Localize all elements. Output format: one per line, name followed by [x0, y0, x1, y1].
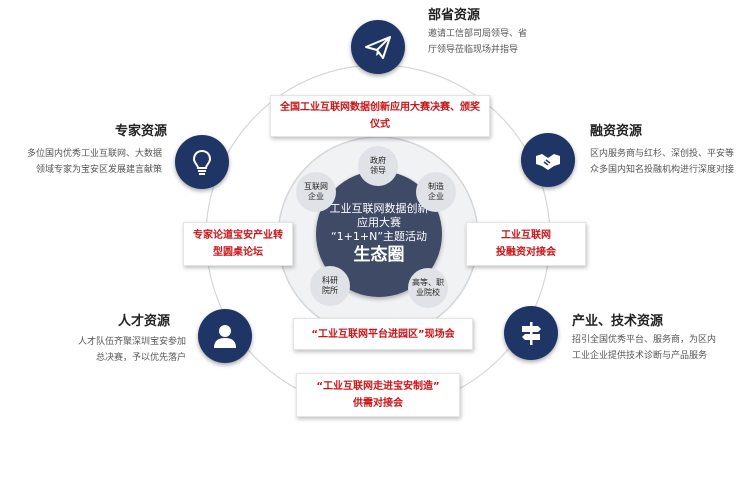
inner-node-research: 科研 院所: [310, 266, 350, 306]
handshake-icon: [521, 133, 575, 187]
resource-title-talent: 人才资源: [118, 314, 171, 329]
person-icon: [198, 309, 252, 363]
desc-line: 人才队伍齐聚深圳宝安参加: [78, 337, 187, 347]
event-text-line: “工业互联网平台进园区”现场会: [311, 328, 455, 340]
resource-title-provincial: 部省资源: [428, 8, 481, 23]
resource-title-expert: 专家资源: [115, 124, 168, 139]
inner-node-line1: 政府: [370, 156, 386, 165]
event-text-line: 型圆桌论坛: [213, 247, 263, 258]
inner-node-line2: 业院校: [416, 288, 440, 297]
lightbulb-icon: [175, 135, 229, 189]
inner-node-line1: 科研: [322, 276, 338, 285]
event-text-line: 全国工业互联网数据创新应用大赛决赛、颁奖: [280, 102, 480, 113]
event-text-line: “工业互联网走进宝安制造”: [316, 381, 440, 392]
inner-node-line2: 领导: [370, 166, 386, 175]
paper-plane-icon: [351, 20, 405, 74]
event-supply-demand-meeting: “工业互联网走进宝安制造” 供需对接会: [296, 373, 460, 417]
desc-line: 区内服务商与红杉、深创投、平安等: [590, 149, 735, 159]
inner-node-line1: 高等、职: [412, 278, 444, 287]
inner-node-line2: 院所: [322, 286, 338, 295]
desc-line: 总决赛，予以优先落户: [96, 353, 187, 363]
desc-line: 厅领导莅临现场并指导: [428, 45, 519, 55]
inner-node-line2: 企业: [308, 192, 324, 201]
event-financing-meeting: 工业互联网 投融资对接会: [466, 222, 586, 266]
desc-line: 邀请工信部司局领导、省: [428, 29, 528, 39]
event-expert-forum: 专家论道宝安产业转 型圆桌论坛: [183, 222, 293, 266]
event-finals-ceremony: 全国工业互联网数据创新应用大赛决赛、颁奖 仪式: [270, 95, 490, 137]
core-title-line2: 应用大赛: [357, 216, 401, 229]
core-title-line1: 工业互联网数据创新: [329, 202, 429, 215]
event-park-meeting: “工业互联网平台进园区”现场会: [293, 318, 473, 350]
inner-node-government: 政府 领导: [358, 146, 398, 186]
desc-line: 众多国内知名投融机构进行深度对接: [590, 165, 735, 175]
inner-node-line2: 企业: [428, 192, 444, 201]
inner-node-manufacturing: 制造 企业: [416, 172, 456, 212]
event-text-line: 投融资对接会: [496, 247, 556, 258]
resource-title-financing: 融资资源: [590, 124, 643, 139]
inner-node-colleges: 高等、职 业院校: [408, 268, 448, 308]
inner-node-line1: 互联网: [304, 182, 328, 191]
core-title-line4: 生态圈: [353, 245, 405, 265]
desc-line: 多位国内优秀工业互联网、大数据: [27, 149, 163, 159]
resource-desc-expert: 多位国内优秀工业互联网、大数据 领域专家为宝安区发展建言献策: [27, 146, 162, 178]
event-text-line: 专家论道宝安产业转: [193, 230, 283, 241]
inner-node-internet: 互联网 企业: [296, 172, 336, 212]
resource-desc-industry-tech: 招引全国优秀平台、服务商，为区内 工业企业提供技术诊断与产品服务: [572, 332, 716, 364]
event-text-line: 工业互联网: [501, 230, 551, 241]
resource-title-industry-tech: 产业、技术资源: [572, 314, 664, 329]
resource-desc-financing: 区内服务商与红杉、深创投、平安等 众多国内知名投融机构进行深度对接: [590, 146, 734, 178]
event-text-line: 供需对接会: [353, 398, 403, 409]
signpost-icon: [504, 306, 558, 360]
resource-desc-provincial: 邀请工信部司局领导、省 厅领导莅临现场并指导: [428, 26, 527, 58]
event-text-line: 仪式: [370, 119, 390, 130]
desc-line: 工业企业提供技术诊断与产品服务: [572, 351, 708, 361]
inner-node-line1: 制造: [428, 182, 444, 191]
resource-desc-talent: 人才队伍齐聚深圳宝安参加 总决赛，予以优先落户: [78, 334, 186, 366]
desc-line: 领域专家为宝安区发展建言献策: [36, 165, 163, 175]
core-title-line3: “1+1+N”主题活动: [330, 230, 428, 243]
desc-line: 招引全国优秀平台、服务商，为区内: [572, 335, 717, 345]
